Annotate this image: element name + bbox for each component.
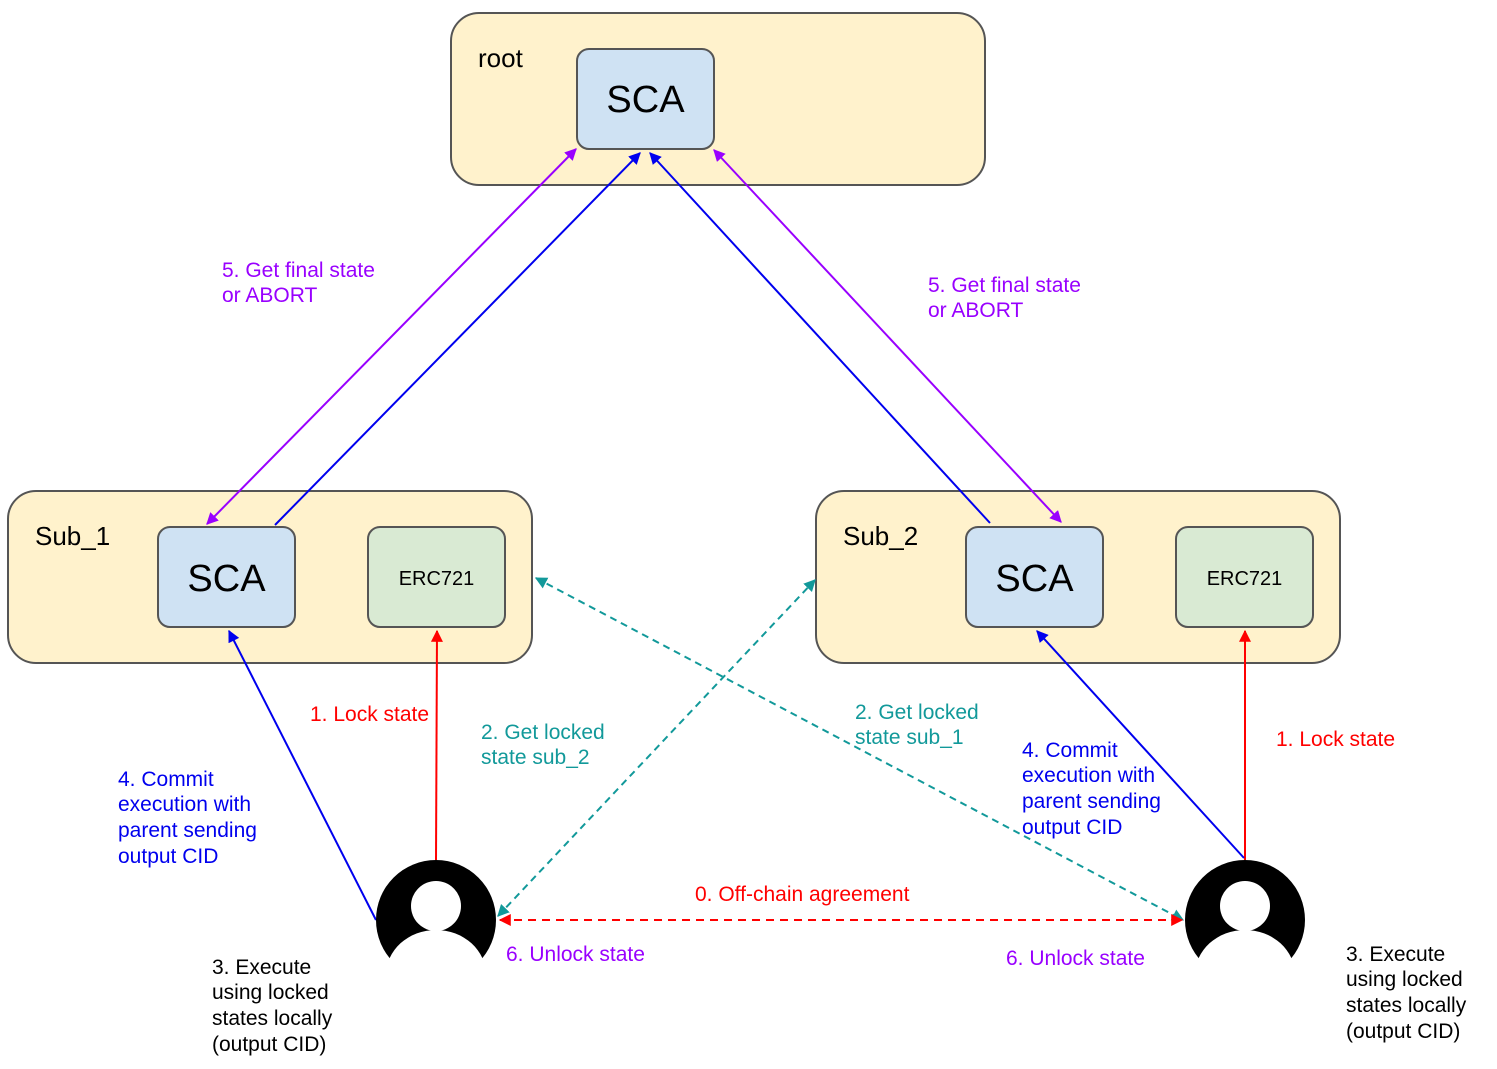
sub2-sca-label: SCA bbox=[995, 558, 1074, 600]
sub1-subnet-label: Sub_1 bbox=[35, 521, 110, 551]
sub1-sca-node: SCA bbox=[157, 526, 296, 628]
edge-root-sub1-final-state bbox=[206, 148, 577, 525]
label-lock-state-left: 1. Lock state bbox=[310, 703, 429, 726]
root-subnet-label: root bbox=[478, 43, 524, 73]
sub1-sca-label: SCA bbox=[187, 558, 266, 600]
root-subnet: root SCA bbox=[450, 12, 986, 186]
sub2-erc721-node: ERC721 bbox=[1175, 526, 1314, 628]
label-execute-right: 3. Execute using locked states locally (… bbox=[1346, 943, 1472, 1043]
label-get-locked-sub2: 2. Get locked state sub_2 bbox=[481, 721, 611, 769]
label-get-final-state-right: 5. Get final state or ABORT bbox=[928, 274, 1087, 322]
label-unlock-state-left: 6. Unlock state bbox=[506, 943, 645, 966]
edge-user2-get-locked-sub1 bbox=[534, 577, 1185, 921]
label-get-final-state-left: 5. Get final state or ABORT bbox=[222, 259, 381, 307]
sub2-erc721-label: ERC721 bbox=[1207, 568, 1283, 590]
root-sca-label: SCA bbox=[606, 79, 685, 121]
label-get-locked-sub1: 2. Get locked state sub_1 bbox=[855, 701, 985, 749]
user-avatar-icon bbox=[1185, 860, 1305, 963]
user-avatar-icon bbox=[376, 860, 496, 963]
label-commit-left: 4. Commit execution with parent sending … bbox=[118, 768, 263, 868]
label-lock-state-right: 1. Lock state bbox=[1276, 728, 1395, 751]
edge-user1-commit-sub1-sca bbox=[228, 629, 377, 921]
label-commit-right: 4. Commit execution with parent sending … bbox=[1022, 739, 1167, 839]
sub1-erc721-label: ERC721 bbox=[399, 568, 475, 590]
root-sca-node: SCA bbox=[576, 48, 715, 150]
sub2-subnet: Sub_2 SCA ERC721 bbox=[815, 490, 1341, 664]
label-execute-left: 3. Execute using locked states locally (… bbox=[212, 956, 338, 1056]
sub2-subnet-label: Sub_2 bbox=[843, 521, 918, 551]
edge-user1-lock-erc721 bbox=[430, 629, 443, 861]
edge-sub1-sca-to-root-sca bbox=[274, 152, 641, 526]
sub1-erc721-node: ERC721 bbox=[367, 526, 506, 628]
sub2-sca-node: SCA bbox=[965, 526, 1104, 628]
sub1-subnet: Sub_1 SCA ERC721 bbox=[7, 490, 533, 664]
edge-sub2-sca-to-root-sca bbox=[649, 152, 991, 524]
label-offchain-agreement: 0. Off-chain agreement bbox=[695, 883, 910, 906]
edge-root-sub2-final-state bbox=[713, 149, 1062, 523]
label-unlock-state-right: 6. Unlock state bbox=[1006, 947, 1145, 970]
